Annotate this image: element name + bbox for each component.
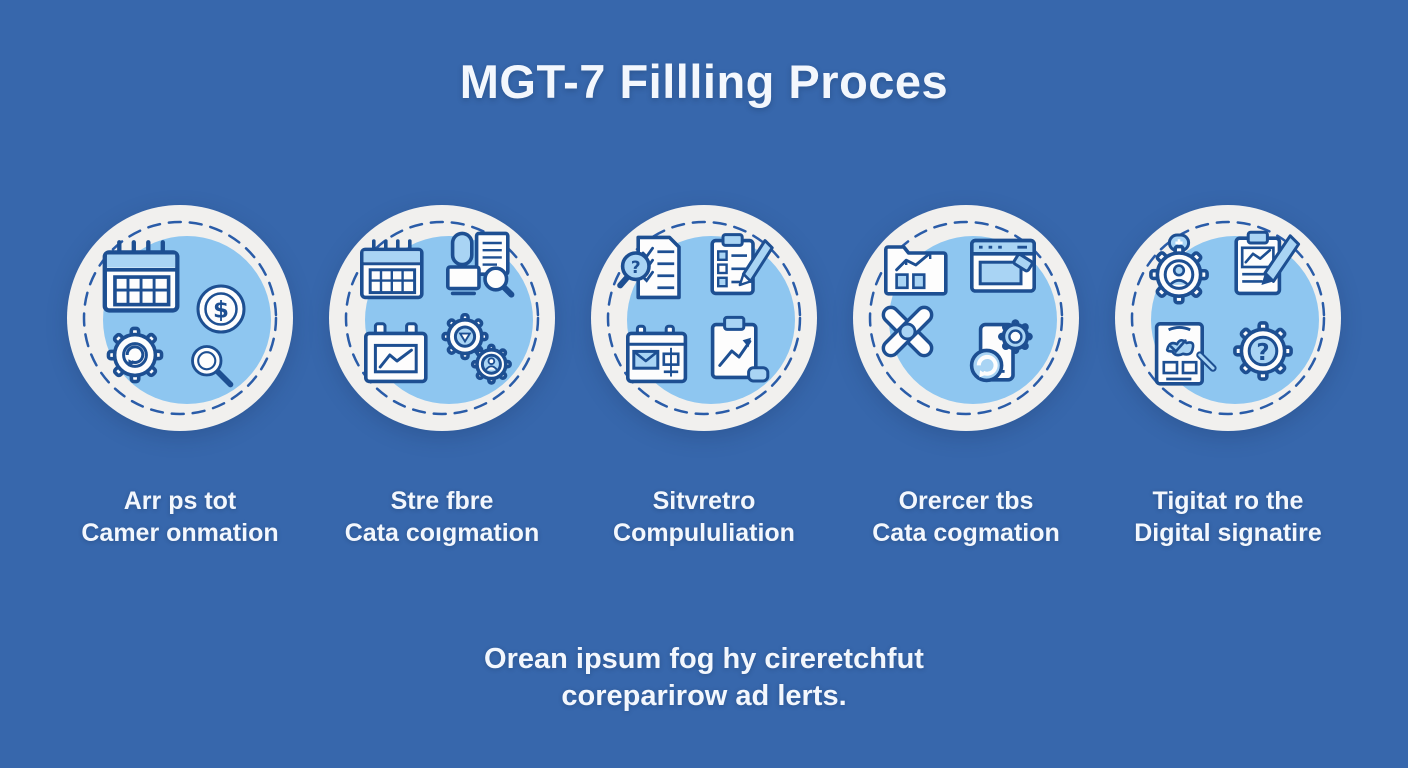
step-4: Orercer tbs Cata cogmation bbox=[851, 203, 1081, 549]
calendar-icon bbox=[360, 239, 424, 300]
step-1-caption-line1: Arr ps tot bbox=[123, 487, 237, 515]
svg-text:$: $ bbox=[213, 298, 229, 324]
step-1-caption-line2: Camer onmation bbox=[81, 519, 279, 547]
clipboard-pencil-icon bbox=[1234, 230, 1301, 296]
step-3-caption: Sitvretro Compululiation bbox=[613, 485, 795, 549]
chart-board-icon bbox=[364, 322, 428, 384]
step-5-caption-line1: Tigitat ro the bbox=[1152, 487, 1304, 515]
cross-arrows-icon bbox=[881, 305, 934, 358]
step-3: ? Sitvretro Compululiation bbox=[589, 203, 819, 549]
step-3-caption-line1: Sitvretro bbox=[652, 487, 756, 515]
footer-text: Orean ipsum fog hy cireretchfut corepari… bbox=[0, 641, 1408, 715]
browser-cursor-icon bbox=[970, 238, 1037, 293]
step-2-caption-line2: Cata coıgmation bbox=[344, 519, 540, 547]
step-illustration: ? bbox=[1115, 205, 1341, 431]
phone-gear-icon bbox=[969, 319, 1033, 383]
step-illustration: $ bbox=[67, 205, 293, 431]
step-illustration bbox=[329, 205, 555, 431]
step-3-caption-line2: Compululiation bbox=[613, 519, 795, 547]
gear-sync-icon bbox=[106, 326, 164, 384]
step-1-icon-circle: $ bbox=[65, 203, 295, 433]
svg-text:?: ? bbox=[631, 257, 641, 277]
doc-device-magnifier-icon bbox=[446, 231, 515, 298]
step-illustration bbox=[853, 205, 1079, 431]
step-3-icon-circle: ? bbox=[589, 203, 819, 433]
step-4-caption-line2: Cata cogmation bbox=[872, 519, 1060, 547]
gears-user-icon bbox=[441, 312, 512, 385]
clipboard-heart-icon bbox=[1154, 322, 1217, 386]
step-illustration: ? bbox=[591, 205, 817, 431]
step-4-caption: Orercer tbs Cata cogmation bbox=[872, 485, 1060, 549]
clipboard-chart-icon bbox=[710, 315, 770, 383]
step-2-icon-circle bbox=[327, 203, 557, 433]
gear-user-icon bbox=[1149, 233, 1209, 305]
folder-chart-icon bbox=[884, 245, 948, 296]
step-5: ? Tigitat ro the Digital signatire bbox=[1113, 203, 1343, 549]
step-2: Stre fbre Cata coıgmation bbox=[327, 203, 557, 549]
step-2-caption: Stre fbre Cata coıgmation bbox=[345, 485, 539, 549]
clipboard-pen-icon bbox=[710, 233, 774, 296]
step-1-caption: Arr ps tot Camer onmation bbox=[81, 485, 278, 549]
calendar-mail-icon bbox=[626, 324, 688, 384]
step-5-icon-circle: ? bbox=[1113, 203, 1343, 433]
process-steps-row: $ Arr ps tot Camer onmation bbox=[0, 203, 1408, 549]
step-1: $ Arr ps tot Camer onmation bbox=[65, 203, 295, 549]
step-5-caption: Tigitat ro the Digital signatire bbox=[1134, 485, 1322, 549]
step-5-caption-line2: Digital signatire bbox=[1134, 519, 1322, 547]
magnifier-icon bbox=[191, 345, 234, 388]
gear-question-icon: ? bbox=[1233, 321, 1293, 381]
step-2-caption-line1: Stre fbre bbox=[390, 487, 494, 515]
step-4-icon-circle bbox=[851, 203, 1081, 433]
step-4-caption-line1: Orercer tbs bbox=[898, 487, 1034, 515]
footer-line2: coreparirow ad lerts. bbox=[561, 680, 847, 712]
dollar-coin-icon: $ bbox=[196, 284, 246, 334]
footer-line1: Orean ipsum fog hy cireretchfut bbox=[484, 643, 924, 675]
svg-text:?: ? bbox=[1256, 340, 1269, 366]
checklist-doc-icon: ? bbox=[617, 235, 681, 300]
calendar-icon bbox=[102, 240, 180, 313]
page-title: MGT-7 Fillling Proces bbox=[459, 55, 949, 108]
